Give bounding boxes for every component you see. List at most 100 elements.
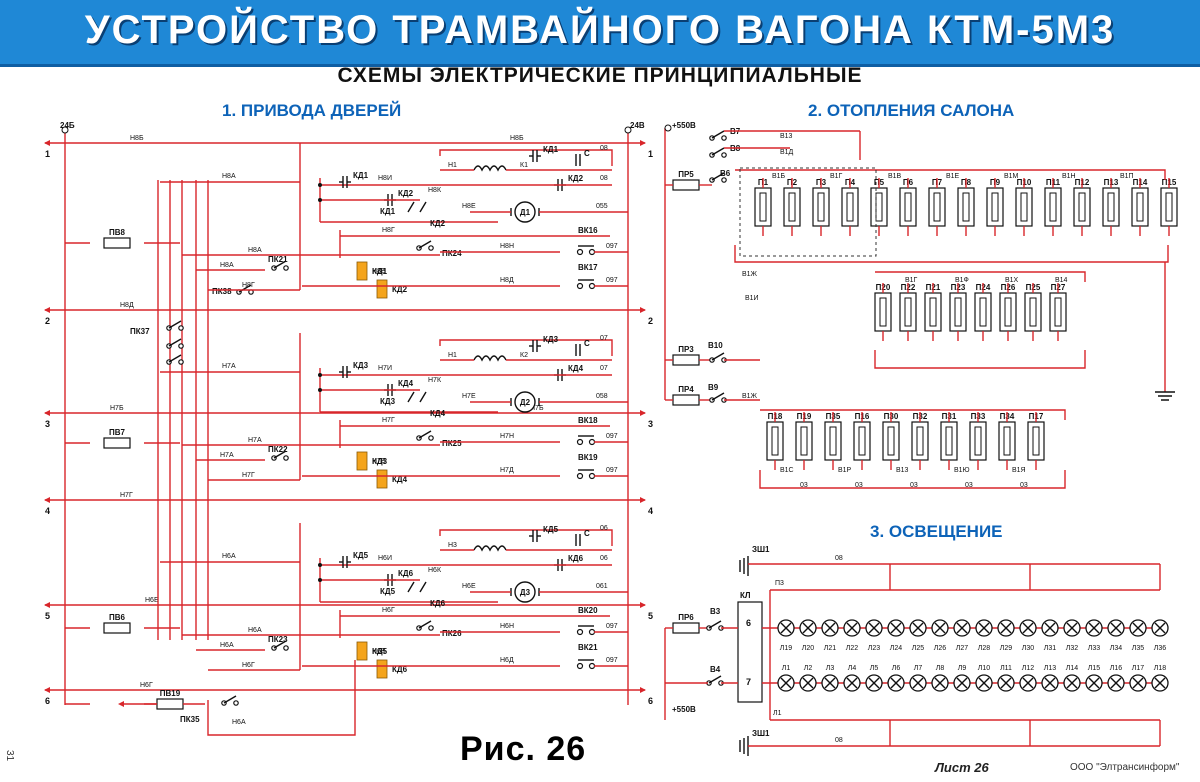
wire-label: Н7Б (110, 405, 124, 412)
page-number: 31 (4, 749, 16, 762)
wire-label: Н8Д (120, 302, 134, 309)
heater-coil (933, 192, 941, 222)
heater-coil (1032, 426, 1040, 456)
switch-terminal (178, 325, 184, 331)
wire-label: Н6Е (462, 583, 476, 590)
contact-slash (407, 581, 427, 593)
lamp-label: Л7 (914, 665, 923, 672)
fuse-label: ПВ6 (109, 613, 126, 622)
switch-blade (418, 430, 432, 439)
lamp-label: Л10 (978, 665, 990, 672)
switch-label: ПК21 (268, 255, 288, 264)
limit-switch-terminal (576, 472, 584, 480)
heater-coil (875, 192, 883, 222)
wire-label: Л1 (773, 710, 782, 717)
relay-label: КД6 (392, 665, 408, 674)
bus-arrow (44, 140, 50, 146)
lamp-cross (824, 677, 836, 689)
lamp-cross (1088, 622, 1100, 634)
limit-switch-label: ВК21 (578, 643, 598, 652)
lamp-label: Л23 (868, 645, 880, 652)
fuse-label: ПР6 (678, 613, 694, 622)
lamp-cross (978, 677, 990, 689)
contact-label: КД4 (430, 409, 446, 418)
lamp-cross (868, 677, 880, 689)
heater-coil (1136, 192, 1144, 222)
contact-label: КД6 (430, 599, 446, 608)
bus-arrow (640, 687, 646, 693)
switch-terminal (428, 435, 434, 441)
figure-label: Рис. 26 (460, 730, 587, 768)
switch-blade (168, 338, 182, 347)
lamp-cross (912, 677, 924, 689)
supply-terminal (664, 124, 672, 132)
bus-number: 2 (648, 316, 653, 326)
wire-label: В1М (1004, 173, 1019, 180)
lamp-cross (1110, 622, 1122, 634)
switch-blade (708, 675, 722, 684)
wire-label: В1Д (780, 149, 794, 156)
ground-label: ЗШ1 (752, 545, 770, 554)
lamp-cross (978, 622, 990, 634)
contactor-contact: 6 (746, 618, 751, 628)
rail-label: 07 (600, 365, 608, 372)
limit-switch-terminal (588, 662, 596, 670)
bus-number: 3 (45, 419, 50, 429)
limit-switch-terminal (588, 282, 596, 290)
wire-label: В1И (745, 295, 759, 302)
lamp-label: Л18 (1154, 665, 1166, 672)
contact-label: С (584, 529, 590, 538)
wire-label: Н8Г (242, 282, 255, 289)
limit-switch-terminal (588, 438, 596, 446)
sheet-label: Лист 26 (935, 760, 989, 775)
switch-terminal (428, 625, 434, 631)
fuse-label: ПВ8 (109, 228, 126, 237)
lamp-cross (956, 622, 968, 634)
wire-label: В1Ю (954, 467, 970, 474)
rail-label: 097 (606, 277, 618, 284)
heater-coil (879, 297, 887, 327)
supply-label: 24Б (60, 121, 75, 130)
lamp-label: Л30 (1022, 645, 1034, 652)
fuse (672, 354, 700, 366)
inductor-coil (473, 165, 507, 172)
bus-arrow (640, 140, 646, 146)
lamp-cross (1044, 677, 1056, 689)
heater-coil (1020, 192, 1028, 222)
heater-coil (800, 426, 808, 456)
lamp-label: Л27 (956, 645, 968, 652)
contact-label: КД5 (543, 525, 559, 534)
motor-symbol (514, 391, 536, 413)
fuse (103, 437, 131, 449)
motor-symbol (514, 201, 536, 223)
rail-label: 06 (600, 555, 608, 562)
supply-terminal (61, 126, 69, 134)
lamp-cross (846, 622, 858, 634)
lamp-cross (912, 622, 924, 634)
lamp-cross (1000, 677, 1012, 689)
wire-label: В1П (1120, 173, 1134, 180)
switch-terminal (721, 177, 727, 183)
lamp-cross (934, 677, 946, 689)
contact-label: КД2 (568, 174, 584, 183)
lamp-label: Л14 (1066, 665, 1078, 672)
contact-slash (407, 201, 427, 213)
fuse-label: ПВ7 (109, 428, 126, 437)
wire-label: Н7Д (500, 467, 514, 474)
title-banner: УСТРОЙСТВО ТРАМВАЙНОГО ВАГОНА КТМ-5М3 (0, 0, 1200, 67)
bus-arrow (44, 410, 50, 416)
section-title-heating: 2. ОТОПЛЕНИЯ САЛОНА (808, 101, 1015, 120)
switch-label: ПК35 (180, 715, 200, 724)
wire-label: Н7А (220, 452, 234, 459)
lamp-cross (1132, 622, 1144, 634)
fuse-label: ПВ19 (160, 689, 181, 698)
wire-label: Н6В (372, 648, 386, 655)
switch-label: ПК22 (268, 445, 288, 454)
contact-label: КД4 (398, 379, 414, 388)
heater-coil (904, 297, 912, 327)
